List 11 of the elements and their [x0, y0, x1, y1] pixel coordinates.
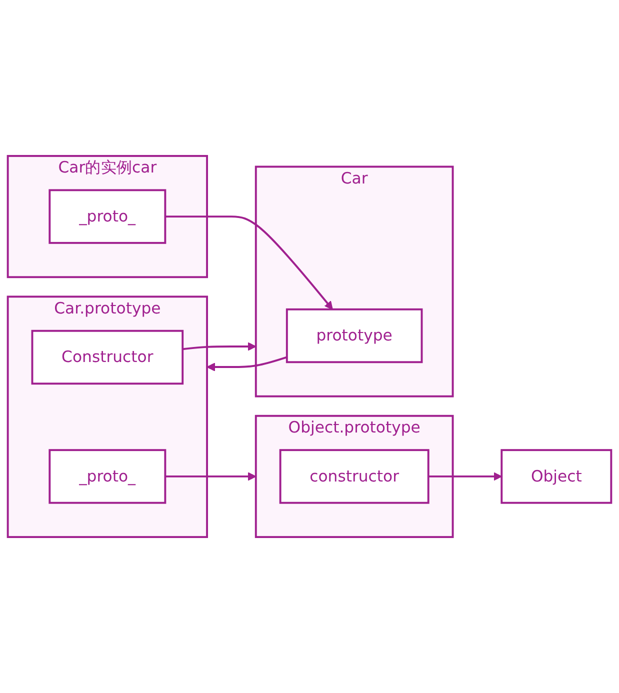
node-box: constructor — [279, 449, 430, 504]
arrow — [165, 216, 333, 310]
arrow — [206, 356, 288, 372]
arrow — [428, 472, 502, 481]
node-box: Constructor — [31, 330, 184, 385]
node-box: _proto_ — [48, 189, 166, 244]
node-box: _proto_ — [48, 449, 166, 504]
arrow — [165, 472, 256, 481]
node-box: Object — [500, 449, 612, 504]
arrow — [182, 342, 256, 351]
node-box: prototype — [286, 308, 423, 364]
